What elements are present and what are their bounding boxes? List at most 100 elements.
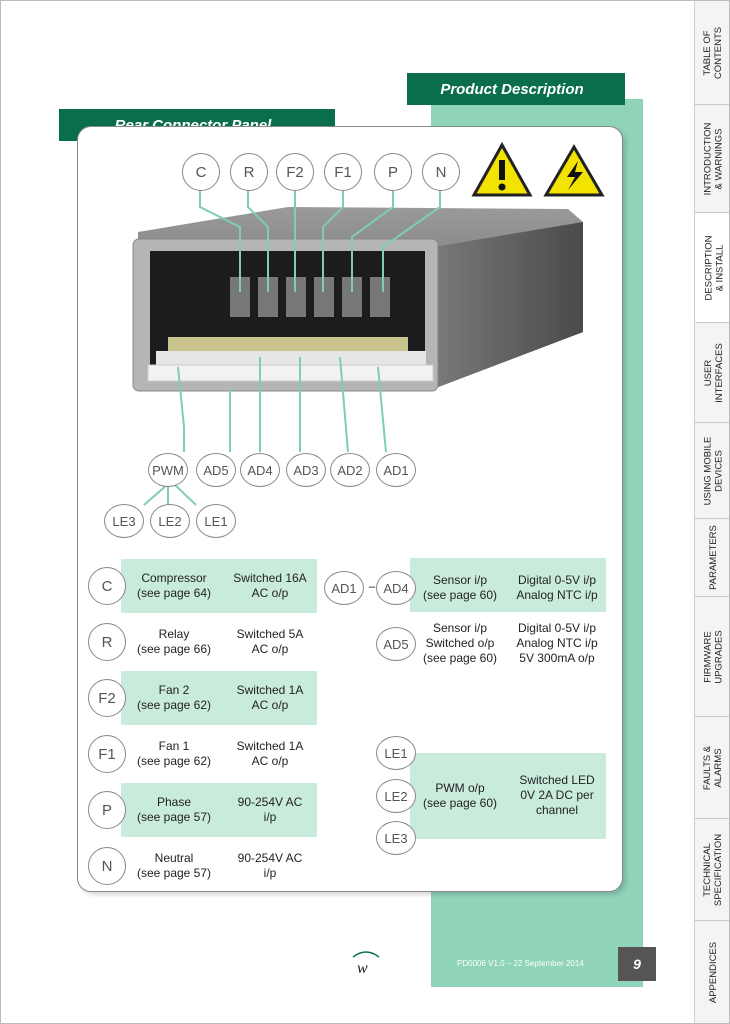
row-rating1: 90-254V AC [237, 851, 303, 865]
warning-triangle-electric [543, 144, 605, 197]
side-tab-line2: & INSTALL [714, 244, 725, 291]
side-tab-line1: TECHNICAL [702, 842, 714, 897]
le-label-text: LE2 [158, 513, 182, 529]
side-tab-line1: USER [702, 359, 714, 386]
row-code: F2 [98, 689, 116, 707]
row-code-circle: C [88, 567, 126, 605]
row-ref-text: (see page 57) [136, 810, 212, 824]
row-code-circle: F2 [88, 679, 126, 717]
row-code-circle: P [88, 791, 126, 829]
row-ref-text: (see page 66) [136, 642, 212, 656]
le2-circle: LE2 [376, 779, 416, 813]
side-tab-label: FAULTS &ALARMS [703, 745, 725, 789]
le-row-background [410, 753, 606, 839]
le-spec1: Switched LED [519, 773, 595, 787]
row-background [121, 559, 317, 613]
le2-label: LE2 [384, 788, 408, 804]
row-rating1: Switched 1A [236, 683, 304, 697]
bottom-label-3: AD3 [286, 453, 326, 487]
row-rating2: AC o/p [251, 586, 289, 600]
row-name: Relay(see page 66) [128, 627, 220, 657]
row-code-circle: N [88, 847, 126, 885]
row-code-circle: R [88, 623, 126, 661]
side-tab-7[interactable]: FAULTS &ALARMS [695, 717, 729, 819]
row-rating2: AC o/p [251, 754, 289, 768]
ad5-label: AD5 [383, 636, 409, 652]
le-label-1: LE2 [150, 504, 190, 538]
ad-range-dash: – [368, 579, 376, 593]
ad1-label: AD1 [331, 580, 357, 596]
row-code: R [101, 633, 113, 651]
le-spec2: 0V 2A DC per [520, 788, 594, 802]
row-rating1: 90-254V AC [237, 795, 303, 809]
svg-text:w: w [357, 960, 368, 977]
side-tab-label: APPENDICES [708, 942, 719, 1003]
bottom-label-text: PWM [152, 462, 184, 478]
le-label-2: LE1 [196, 504, 236, 538]
top-label-1: R [230, 153, 268, 191]
le-name: PWM o/p(see page 60) [418, 781, 502, 811]
top-label-text: N [435, 163, 447, 181]
row-name-text: Neutral [154, 851, 194, 865]
side-tab-label: INTRODUCTION& WARNINGS [703, 122, 725, 195]
side-tab-line2: ALARMS [713, 747, 725, 788]
ad4-circle: AD4 [376, 571, 416, 605]
row-name-text: Relay [158, 627, 190, 641]
row-name: Neutral(see page 57) [128, 851, 220, 881]
row-name-text: Fan 1 [158, 739, 190, 753]
row-rating1: Switched 1A [236, 739, 304, 753]
side-tab-9[interactable]: APPENDICES [695, 921, 729, 1023]
top-label-text: F2 [286, 163, 304, 181]
row-name-text: Phase [156, 795, 192, 809]
top-label-0: C [182, 153, 220, 191]
side-tab-label: DESCRIPTION& INSTALL [703, 235, 725, 300]
section-title-text: Product Description [440, 80, 584, 98]
top-label-text: C [195, 163, 207, 181]
top-label-2: F2 [276, 153, 314, 191]
row-background [121, 671, 317, 725]
row-rating2: i/p [263, 866, 277, 880]
row-name-text: Fan 2 [158, 683, 190, 697]
row-code: C [101, 577, 113, 595]
side-tab-5[interactable]: PARAMETERS [695, 519, 729, 597]
top-label-5: N [422, 153, 460, 191]
bottom-label-2: AD4 [240, 453, 280, 487]
side-tab-2[interactable]: DESCRIPTION& INSTALL [695, 213, 729, 323]
page-number-text: 9 [633, 956, 641, 972]
side-tab-line1: INTRODUCTION [702, 122, 714, 195]
side-tab-line2: UPGRADES [713, 629, 725, 684]
le-ref-text: (see page 60) [422, 796, 498, 810]
le-label-0: LE3 [104, 504, 144, 538]
top-label-text: R [243, 163, 255, 181]
brand-logo-icon: w [352, 951, 380, 977]
row-rating2: AC o/p [251, 642, 289, 656]
connector-illustration [132, 141, 605, 506]
row-ref-text: (see page 62) [136, 698, 212, 712]
row-code-circle: F1 [88, 735, 126, 773]
le1-label: LE1 [384, 745, 408, 761]
side-tab-line1: FIRMWARE [702, 630, 714, 683]
row-rating2: i/p [263, 810, 277, 824]
row-background [121, 783, 317, 837]
ad1-circle: AD1 [324, 571, 364, 605]
side-tab-1[interactable]: INTRODUCTION& WARNINGS [695, 105, 729, 213]
